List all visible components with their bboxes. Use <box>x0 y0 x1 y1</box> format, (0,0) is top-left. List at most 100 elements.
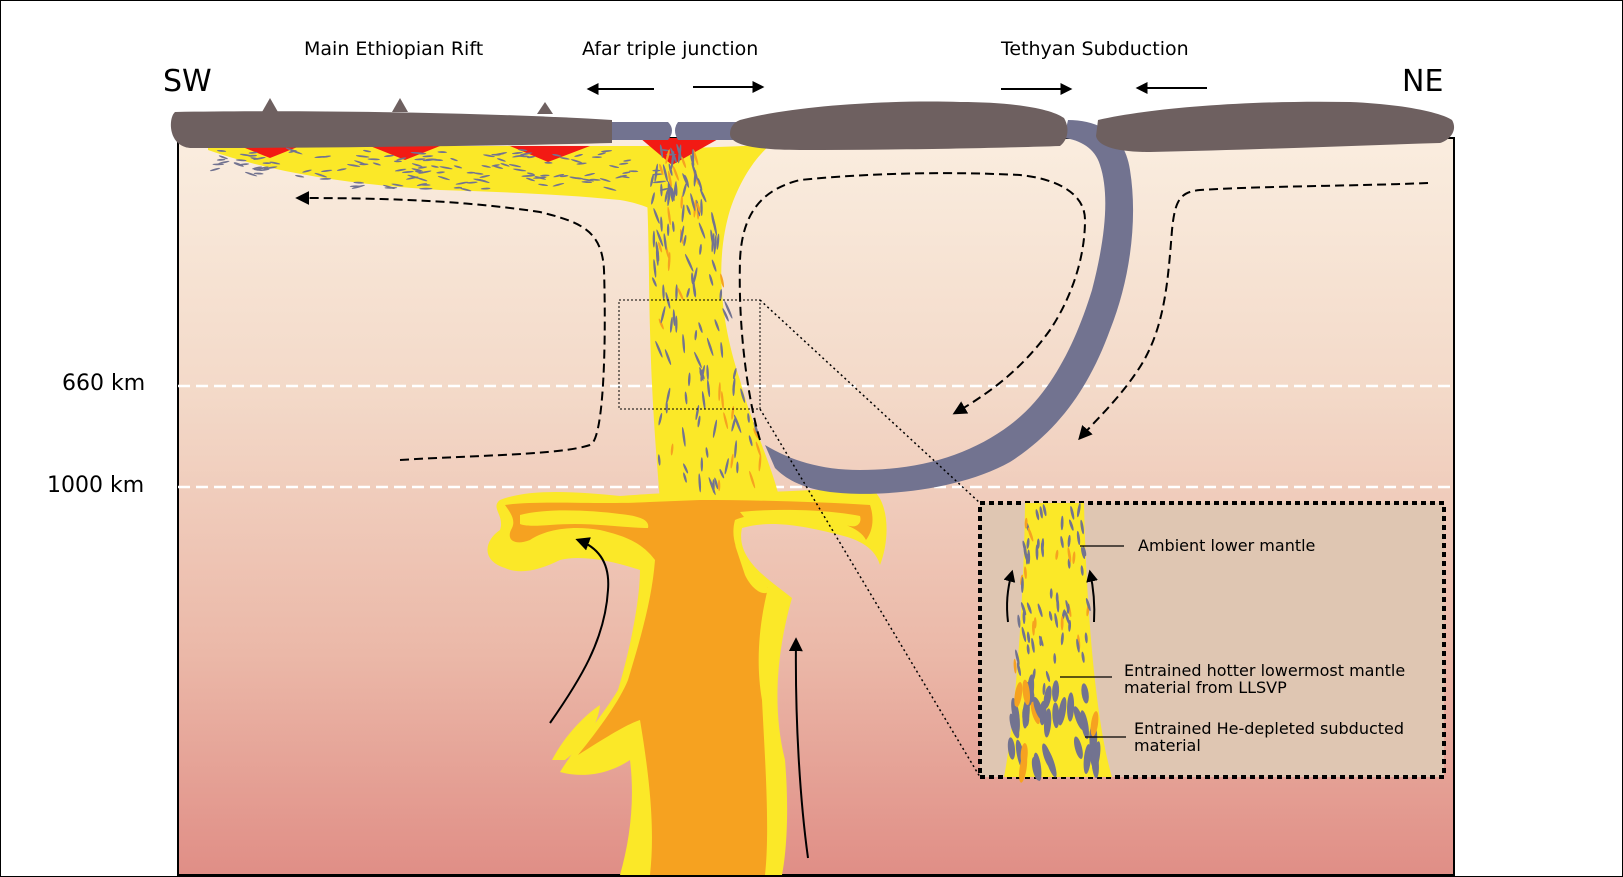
melt-zone-1 <box>240 146 300 158</box>
inset-streak <box>1069 519 1074 531</box>
texture-streak <box>758 453 762 472</box>
label-660-km: 660 km <box>62 371 146 396</box>
texture-streak <box>686 287 690 298</box>
texture-streak <box>681 156 687 169</box>
texture-dash <box>589 178 601 181</box>
texture-dash <box>520 152 533 156</box>
texture-streak <box>691 162 699 181</box>
inset-streak <box>1067 692 1075 722</box>
texture-dash <box>410 151 425 155</box>
texture-streak <box>688 372 691 387</box>
texture-streak <box>655 340 663 358</box>
inset-streak <box>1043 708 1052 738</box>
texture-dash <box>320 169 333 173</box>
texture-streak <box>694 351 702 369</box>
texture-dash <box>480 187 491 190</box>
inset-streak <box>1041 538 1045 552</box>
texture-dash <box>391 183 404 187</box>
texture-dash <box>439 166 453 170</box>
texture-dash <box>233 162 244 166</box>
texture-dash <box>466 181 478 184</box>
texture-streak <box>709 274 714 286</box>
texture-dash <box>383 154 395 157</box>
inset-streak <box>1082 545 1087 557</box>
inset-streak <box>1084 632 1088 644</box>
inset-streak <box>1025 552 1030 565</box>
texture-dash <box>569 176 579 179</box>
texture-streak <box>699 243 702 255</box>
texture-streak <box>680 195 683 209</box>
texture-streak <box>700 369 704 382</box>
texture-dash <box>623 159 632 162</box>
texture-dash <box>511 151 523 155</box>
melt-zone-3 <box>510 146 590 162</box>
texture-streak <box>714 477 719 490</box>
texture-dash <box>394 168 407 172</box>
texture-dash <box>455 181 469 185</box>
inset-streak <box>1035 544 1039 561</box>
texture-dash <box>559 175 569 178</box>
inset-streak <box>1024 517 1028 529</box>
texture-streak <box>749 470 756 489</box>
texture-streak <box>662 164 668 183</box>
subducting-slab <box>765 120 1134 494</box>
texture-dash <box>473 172 484 175</box>
inset-streak <box>1060 535 1064 549</box>
plume-stem <box>640 145 780 500</box>
texture-streak <box>669 187 674 202</box>
texture-streak <box>658 241 663 253</box>
texture-dash <box>591 156 602 159</box>
texture-dash <box>618 162 629 165</box>
inset-streak <box>1026 631 1031 644</box>
texture-dash <box>538 183 549 187</box>
label-afar-triple-junction: Afar triple junction <box>582 38 759 60</box>
texture-dash <box>294 175 305 178</box>
texture-dash <box>436 171 445 174</box>
inset-streak <box>1060 515 1064 531</box>
flow-line-right <box>1078 182 1429 441</box>
texture-dash <box>235 159 247 162</box>
inset-streak <box>1030 700 1040 725</box>
texture-dash <box>432 159 444 161</box>
texture-streak <box>672 220 675 233</box>
texture-dash <box>600 150 613 153</box>
texture-dash <box>460 187 472 192</box>
inset-streak <box>1037 603 1043 618</box>
texture-dash <box>256 166 269 170</box>
inset-streak <box>1036 538 1040 549</box>
inset-streak <box>1020 602 1027 616</box>
texture-streak <box>696 203 701 213</box>
texture-streak <box>670 443 674 456</box>
texture-dash <box>244 171 258 177</box>
texture-streak <box>740 388 746 403</box>
texture-streak <box>705 447 709 458</box>
texture-streak <box>666 387 671 404</box>
inset-streak <box>1026 644 1030 655</box>
inset-streak <box>1022 679 1031 706</box>
inset-streak <box>1013 658 1017 674</box>
texture-dash <box>500 163 510 167</box>
inset-streak <box>1044 747 1057 778</box>
texture-streak <box>753 428 759 439</box>
texture-streak <box>700 457 704 472</box>
texture-dash <box>525 177 536 182</box>
plate-arabia <box>1096 101 1455 152</box>
plate-africa <box>170 111 612 148</box>
melt-zone-2 <box>370 146 440 160</box>
inset-label-depleted-line2: material <box>1134 736 1201 755</box>
inset-streak <box>1073 706 1085 731</box>
inset-streak <box>1054 612 1059 628</box>
texture-dash <box>422 155 434 158</box>
inset-streak <box>1081 651 1085 663</box>
texture-streak <box>657 454 661 466</box>
texture-dash <box>262 162 272 165</box>
texture-dash <box>453 165 463 169</box>
texture-streak <box>706 364 709 381</box>
texture-dash <box>521 174 536 177</box>
texture-dash <box>253 157 266 160</box>
rift-shoulder-3 <box>537 102 553 114</box>
texture-dash <box>584 173 596 177</box>
inset-streak <box>1015 649 1020 666</box>
texture-dash <box>417 166 428 169</box>
texture-streak <box>683 472 687 483</box>
